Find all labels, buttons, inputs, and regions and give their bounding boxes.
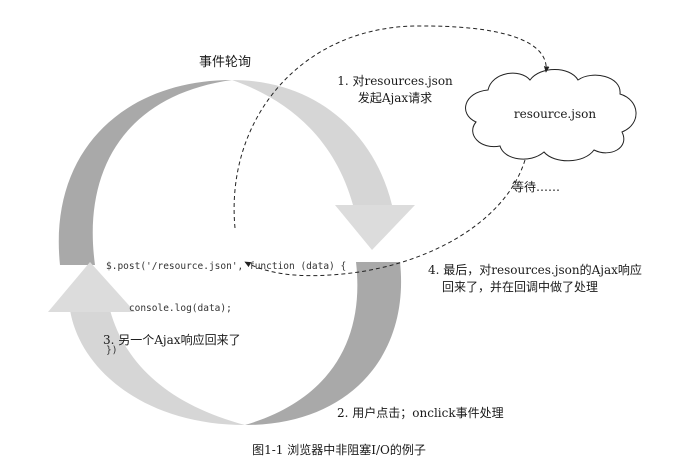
step-3-label: 3. 另一个Ajax响应回来了 (103, 333, 241, 347)
response-dashed-arrow (244, 159, 526, 277)
upper-loop-arrowhead (335, 205, 415, 250)
upper-loop-band-light (232, 80, 392, 205)
step-4-line-2: 回来了，并在回调中做了处理 (442, 280, 599, 294)
event-loop-title: 事件轮询 (198, 55, 251, 70)
request-dashed-arrow (233, 25, 550, 229)
figure-caption: 图1-1 浏览器中非阻塞I/O的例子 (252, 443, 426, 457)
upper-loop-band-dark (58, 80, 232, 265)
code-line: $.post('/resource.json', function (data)… (106, 261, 347, 272)
waiting-label: 等待…… (512, 180, 561, 194)
step-4-label: 4. 最后，对resources.json的Ajax响应 回来了，并在回调中做了… (428, 262, 642, 296)
step-4-line-1: 4. 最后，对resources.json的Ajax响应 (428, 263, 642, 277)
step-1-label: 1. 对resources.json 发起Ajax请求 (325, 73, 465, 107)
step-1-line-1: 1. 对resources.json (337, 74, 453, 88)
code-snippet: $.post('/resource.json', function (data)… (106, 232, 346, 372)
code-line: }) (106, 345, 118, 356)
lower-loop-band-dark (245, 262, 402, 425)
lower-loop-band-light (70, 310, 245, 425)
resource-cloud-shape (465, 69, 637, 162)
cloud-label: resource.json (513, 107, 597, 121)
lower-loop-arrowhead (48, 262, 135, 312)
code-line: console.log(data); (106, 303, 232, 314)
step-1-line-2: 发起Ajax请求 (357, 91, 433, 105)
step-2-label: 2. 用户点击；onclick事件处理 (337, 406, 504, 420)
